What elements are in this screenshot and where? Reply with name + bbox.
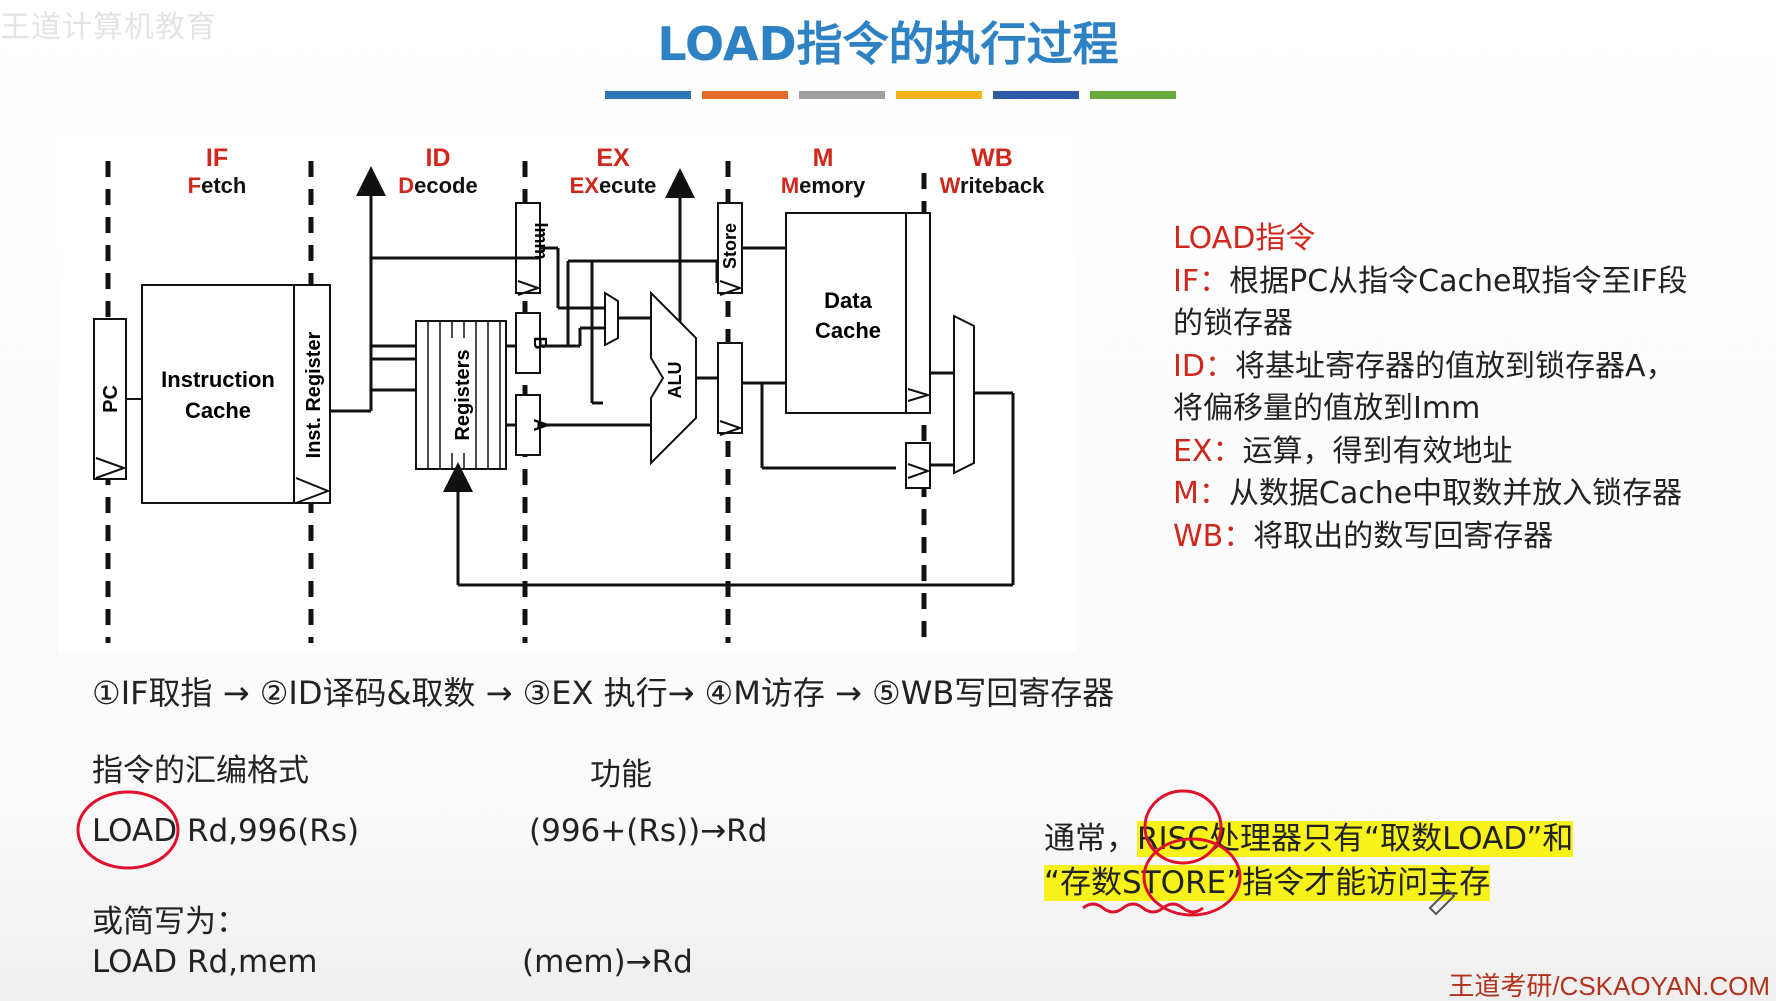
- instruction-cache: [141, 284, 295, 504]
- pipeline-svg: IF Fetch ID Decode EX EXecute M Memory W…: [93, 144, 1046, 643]
- inst-register-label: Inst. Register: [303, 331, 325, 458]
- format-header: 指令的汇编格式: [92, 753, 309, 789]
- b-latch-label: B: [530, 337, 550, 350]
- data-cache-label-2: Cache: [815, 318, 881, 343]
- notes-heading: LOAD指令: [1173, 221, 1316, 256]
- color-bar: [896, 91, 982, 99]
- note-id-cont: 将偏移量的值放到Imm: [1173, 391, 1481, 426]
- stage-abbr-if: IF: [206, 144, 228, 172]
- note-m: M：从数据Cache中取数并放入锁存器: [1173, 476, 1683, 511]
- color-bar: [993, 91, 1079, 99]
- alu-output-latch: [717, 342, 743, 434]
- load-args: Rd,996(Rs): [186, 813, 360, 849]
- stage-abbr-ex: EX: [596, 144, 630, 172]
- stage-name-if: Fetch: [188, 173, 247, 198]
- load-short: LOAD Rd,mem: [92, 944, 318, 980]
- color-bar: [799, 91, 885, 99]
- stage-name-wb: Writeback: [940, 173, 1046, 198]
- pc-label: PC: [100, 385, 122, 413]
- load-function: (996+(Rs))→Rd: [529, 813, 768, 849]
- pipeline-diagram: IF Fetch ID Decode EX EXecute M Memory W…: [58, 133, 1076, 653]
- instruction-cache-label-2: Cache: [185, 398, 251, 423]
- color-bar: [702, 91, 788, 99]
- stage-name-ex: EXecute: [570, 173, 657, 198]
- function-header: 功能: [590, 757, 652, 793]
- stage-name-id: Decode: [398, 173, 477, 198]
- watermark: 王道计算机教育: [0, 10, 217, 45]
- data-cache-label-1: Data: [824, 288, 872, 313]
- load-short-function: (mem)→Rd: [522, 944, 693, 980]
- note-if-cont: 的锁存器: [1173, 306, 1293, 341]
- note-id: ID：将基址寄存器的值放到锁存器A，: [1173, 348, 1676, 384]
- pipeline-flow: ①IF取指 → ②ID译码&取数 → ③EX 执行→ ④M访存 → ⑤WB写回寄…: [92, 674, 1115, 712]
- b-latch: [515, 312, 541, 374]
- stage-abbr-wb: WB: [971, 144, 1013, 172]
- imm-latch-label: Imm: [531, 222, 551, 259]
- registers-label: Registers: [452, 349, 474, 440]
- note-wb: WB：将取出的数写回寄存器: [1173, 518, 1554, 554]
- stage-abbr-id: ID: [426, 144, 451, 172]
- load-notes: LOAD指令 IF：根据PC从指令Cache取指令至IF段 的锁存器 ID：将基…: [1173, 218, 1763, 558]
- wb-mux: [953, 314, 975, 475]
- abbrev-label: 或简写为：: [92, 904, 247, 940]
- store-latch-label: Store: [720, 223, 740, 269]
- slide-title: LOAD指令的执行过程: [657, 17, 1119, 71]
- footer-brand: 王道考研/CSKAOYAN.COM: [1448, 971, 1770, 1001]
- stage-name-m: Memory: [781, 173, 866, 198]
- color-bar: [605, 91, 691, 99]
- note-ex: EX：运算，得到有效地址: [1173, 433, 1513, 469]
- risc-note-line-1: 通常，RISC处理器只有“取数LOAD”和: [1044, 821, 1574, 857]
- instruction-cache-label-1: Instruction: [161, 367, 275, 392]
- color-bar: [1090, 91, 1176, 99]
- alu: [650, 290, 697, 466]
- data-cache: [785, 212, 907, 414]
- note-if: IF：根据PC从指令Cache取指令至IF段: [1173, 263, 1688, 299]
- inst-register: [293, 284, 331, 504]
- risc-note-line-2: “存数STORE”指令才能访问主存: [1044, 865, 1491, 901]
- pc-latch: [93, 318, 127, 480]
- load-instruction: LOAD Rd,996(Rs): [92, 813, 359, 849]
- stage-abbr-m: M: [813, 144, 834, 172]
- underline-annotation: [1082, 902, 1204, 914]
- alu-label: ALU: [665, 362, 685, 399]
- load-op: LOAD: [92, 813, 178, 849]
- mdr-latch: [905, 212, 931, 414]
